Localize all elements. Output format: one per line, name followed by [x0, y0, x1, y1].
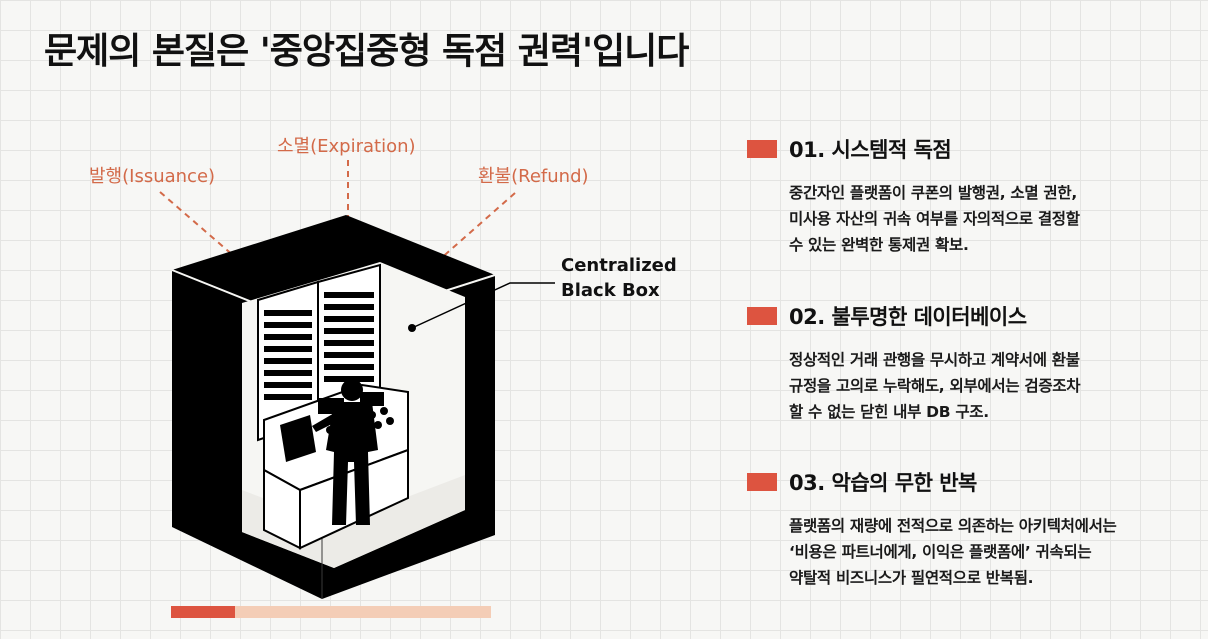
server-racks	[257, 263, 381, 442]
page-title: 문제의 본질은 '중앙집중형 독점 권력'입니다	[44, 31, 689, 72]
bullet-square	[747, 140, 777, 158]
operator-silhouette	[312, 379, 378, 525]
callout-label: Centralized Black Box	[561, 255, 677, 301]
progress-bar	[171, 606, 491, 618]
point-body: 중간자인 플랫폼이 쿠폰의 발행권, 소멸 권한, 미사용 자산의 귀속 여부를…	[789, 184, 1080, 254]
bullet-square	[747, 473, 777, 491]
point-title: 01. 시스템적 독점	[789, 138, 952, 162]
point-title: 02. 불투명한 데이터베이스	[789, 305, 1027, 329]
label-expiration: 소멸(Expiration)	[277, 136, 416, 157]
label-refund: 환불(Refund)	[478, 166, 589, 187]
point-title: 03. 악습의 무한 반복	[789, 471, 977, 495]
label-issuance: 발행(Issuance)	[89, 166, 216, 187]
point-body: 정상적인 거래 관행을 무시하고 계약서에 환불 규정을 고의로 누락해도, 외…	[789, 351, 1081, 421]
point-body: 플랫폼의 재량에 전적으로 의존하는 아키텍처에서는 ‘비용은 파트너에게, 이…	[789, 517, 1117, 587]
point-3: 03. 악습의 무한 반복 플랫폼의 재량에 전적으로 의존하는 아키텍처에서는…	[747, 467, 1187, 591]
progress-fill	[171, 606, 235, 618]
arrow-refund	[427, 192, 516, 270]
callout-line	[411, 282, 555, 329]
point-1: 01. 시스템적 독점 중간자인 플랫폼이 쿠폰의 발행권, 소멸 권한, 미사…	[747, 134, 1187, 258]
point-2: 02. 불투명한 데이터베이스 정상적인 거래 관행을 무시하고 계약서에 환불…	[747, 301, 1187, 425]
bullet-square	[747, 307, 777, 325]
